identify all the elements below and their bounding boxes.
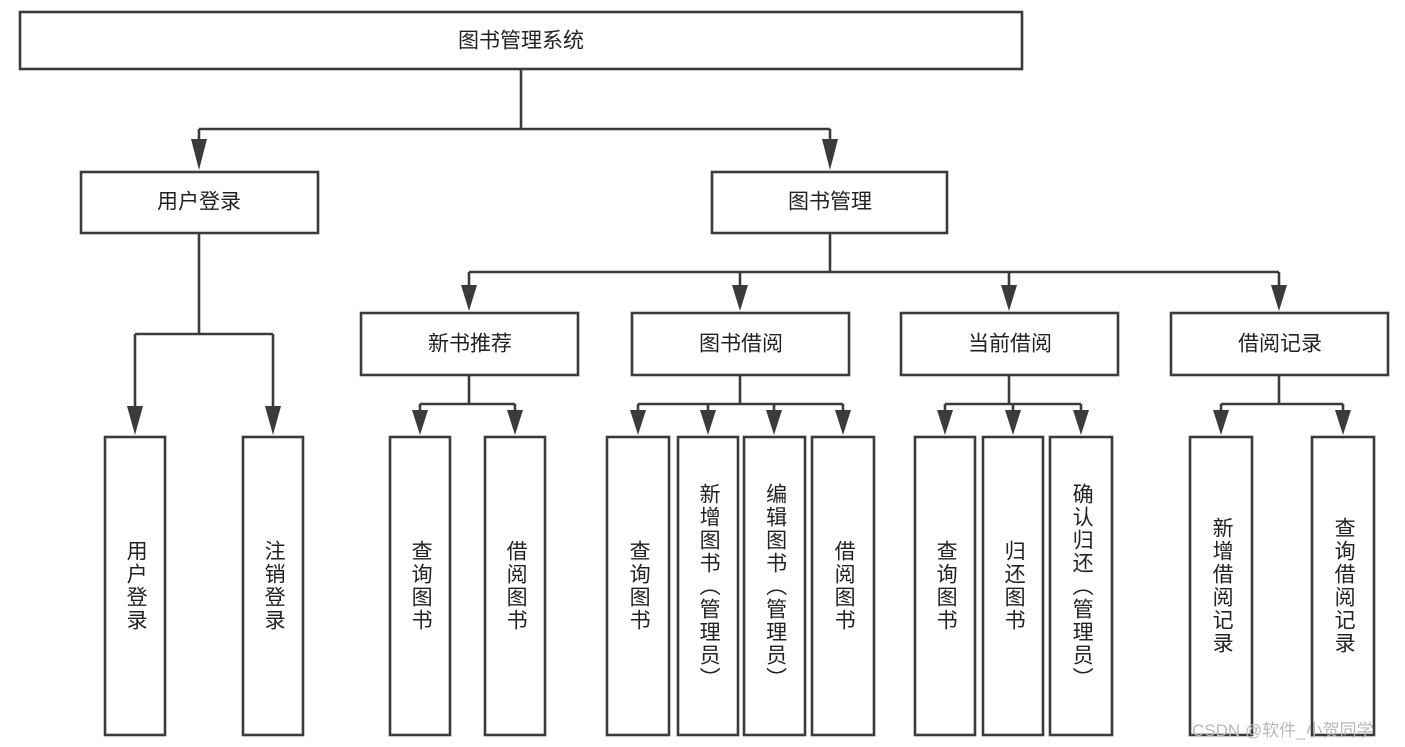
leaf-rect-add-book-admin[interactable] (676, 435, 740, 737)
node-current-borrow-rect[interactable] (899, 311, 1120, 377)
node-user-login[interactable]: 用户登录 (79, 170, 320, 235)
leaf-rect-confirm-return-admin[interactable] (1048, 435, 1114, 737)
leaf-rect-query-book-newbook[interactable] (388, 435, 452, 737)
leaf-rect-query-book-current[interactable] (913, 435, 977, 737)
arrow-head-new-book-rec (461, 285, 477, 311)
node-user-login-rect[interactable] (79, 170, 320, 235)
arrow-head-book-manage (822, 139, 838, 170)
node-root-system-label: 图书管理系统 (458, 30, 584, 53)
arrow-head-bookborrow-leaf-2 (700, 410, 716, 435)
arrow-head-bookborrow-leaf-3 (766, 410, 782, 435)
leaf-rect-user-login[interactable] (103, 435, 167, 737)
node-layer: 图书管理系统 用户登录 图书管理 新书推荐 图书借阅 当前 (18, 10, 1390, 737)
connector-layer (127, 69, 1351, 435)
leaf-rect-borrow-book-newbook[interactable] (483, 435, 547, 737)
csdn-watermark: CSDN @软件_小贺同学 (1192, 721, 1374, 740)
arrow-head-currentborrow-leaf-2 (1005, 410, 1021, 435)
node-book-management[interactable]: 图书管理 (710, 170, 949, 235)
arrow-head-current-borrow (1001, 285, 1017, 311)
node-book-borrow-label: 图书借阅 (699, 333, 783, 356)
node-borrow-record-rect[interactable] (1169, 311, 1390, 377)
node-new-book-recommend[interactable]: 新书推荐 (359, 311, 580, 377)
arrow-head-bookborrow-leaf-4 (835, 410, 851, 435)
node-book-borrow[interactable]: 图书借阅 (630, 311, 851, 377)
node-book-management-rect[interactable] (710, 170, 949, 235)
arrow-head-newbook-leaf-2 (507, 410, 523, 435)
leaf-rect-logout[interactable] (241, 435, 305, 737)
leaf-rect-query-book-borrow[interactable] (605, 435, 671, 737)
arrow-head-borrowrecord-leaf-1 (1213, 410, 1229, 435)
node-book-management-label: 图书管理 (788, 191, 872, 214)
node-borrow-record-label: 借阅记录 (1238, 333, 1322, 356)
arrow-head-bookborrow-leaf-1 (630, 410, 646, 435)
node-root-system[interactable]: 图书管理系统 (18, 10, 1024, 71)
node-new-book-recommend-label: 新书推荐 (428, 333, 512, 356)
arrow-head-borrow-record (1271, 285, 1287, 311)
arrow-head-newbook-leaf-1 (412, 410, 428, 435)
arrow-head-currentborrow-leaf-3 (1073, 410, 1089, 435)
arrow-head-leaf-user-login (127, 406, 143, 435)
node-borrow-record[interactable]: 借阅记录 (1169, 311, 1390, 377)
arrow-head-book-borrow (732, 285, 748, 311)
leaf-rect-edit-book-admin[interactable] (742, 435, 807, 737)
node-current-borrow-label: 当前借阅 (968, 333, 1052, 356)
node-root-system-rect[interactable] (18, 10, 1024, 71)
node-current-borrow[interactable]: 当前借阅 (899, 311, 1120, 377)
leaf-rect-borrow-book[interactable] (810, 435, 876, 737)
arrow-head-borrowrecord-leaf-2 (1335, 410, 1351, 435)
node-user-login-label: 用户登录 (157, 191, 241, 214)
arrow-head-user-login (191, 139, 207, 170)
node-new-book-recommend-rect[interactable] (359, 311, 580, 377)
leaf-rect-query-borrow-record[interactable] (1310, 435, 1376, 737)
node-book-borrow-rect[interactable] (630, 311, 851, 377)
arrow-head-currentborrow-leaf-1 (937, 410, 953, 435)
arrow-head-leaf-logout (265, 406, 281, 435)
leaf-rect-return-book[interactable] (981, 435, 1045, 737)
leaf-rect-add-borrow-record[interactable] (1188, 435, 1254, 737)
